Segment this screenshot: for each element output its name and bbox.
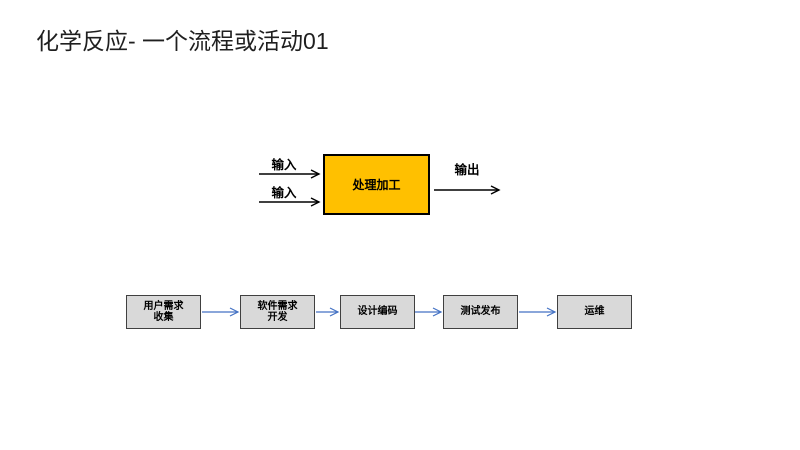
step-label-line: 设计编码 [357,306,398,318]
flow-step-test-release: 测试发布 [443,295,518,329]
step-label-line: 开发 [267,312,288,323]
step-label-line: 软件需求 [257,300,298,312]
output-label: 输出 [454,163,480,177]
flow-step-operations: 运维 [557,295,632,329]
flow-step-design-coding: 设计编码 [340,295,415,329]
process-box-label: 处理加工 [352,178,401,192]
step-label-line: 用户需求 [143,300,184,312]
process-box: 处理加工 [323,154,430,215]
flow-step-software-requirements: 软件需求 开发 [240,295,315,329]
step-label-line: 运维 [584,306,605,318]
slide-title: 化学反应- 一个流程或活动01 [36,28,329,54]
input-label-2: 输入 [271,186,297,200]
step-label-line: 收集 [153,312,174,323]
input-label-1: 输入 [271,158,297,172]
step-label-line: 测试发布 [460,306,501,318]
flow-step-user-requirements: 用户需求 收集 [126,295,201,329]
